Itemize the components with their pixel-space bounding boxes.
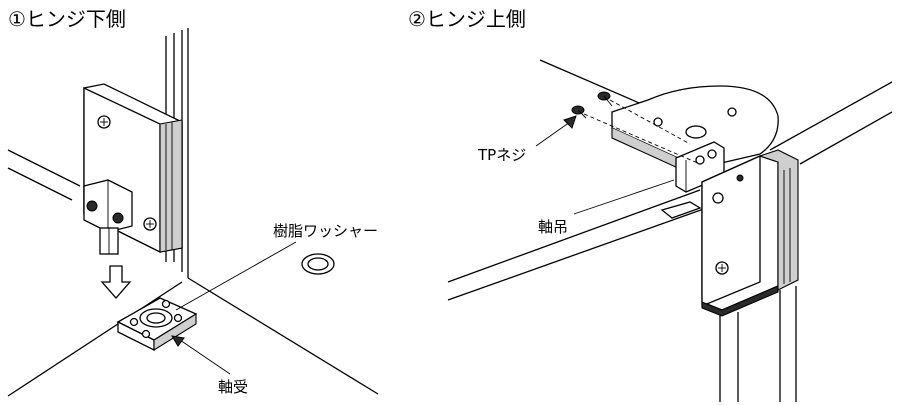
arrowhead-icon	[171, 335, 185, 347]
washer-label: 樹脂ワッシャー	[273, 222, 378, 240]
bearing-label: 軸受	[218, 378, 248, 396]
cabinet-corner	[7, 28, 379, 397]
lower-hinge-panel: ①ヒンジ下側	[7, 7, 379, 397]
panel-1-title: ①ヒンジ下側	[8, 7, 126, 31]
screw-icon	[112, 212, 124, 224]
washer-leader-line	[175, 241, 297, 311]
bearing-leader-line	[179, 339, 231, 375]
arrowhead-icon	[563, 115, 577, 129]
screw-icon	[653, 117, 663, 127]
screw-icon	[86, 200, 98, 212]
tp-screw-leader-line	[535, 121, 571, 147]
strap-plate	[660, 201, 702, 219]
tp-screw-label: TPネジ	[477, 146, 526, 164]
down-arrow-icon	[100, 265, 132, 299]
resin-washer	[301, 253, 335, 275]
screw-icon	[727, 107, 737, 117]
upper-hinge-plate	[701, 149, 799, 317]
hanger-leader-line	[573, 179, 675, 215]
upper-hinge-panel: ②ヒンジ上側	[408, 7, 893, 402]
panel-2-title: ②ヒンジ上側	[408, 7, 526, 31]
lower-pivot-block	[83, 179, 133, 255]
tp-screws	[571, 91, 701, 165]
bearing-block	[116, 297, 198, 352]
hanger-label: 軸吊	[538, 218, 568, 236]
screw-icon	[712, 192, 724, 204]
